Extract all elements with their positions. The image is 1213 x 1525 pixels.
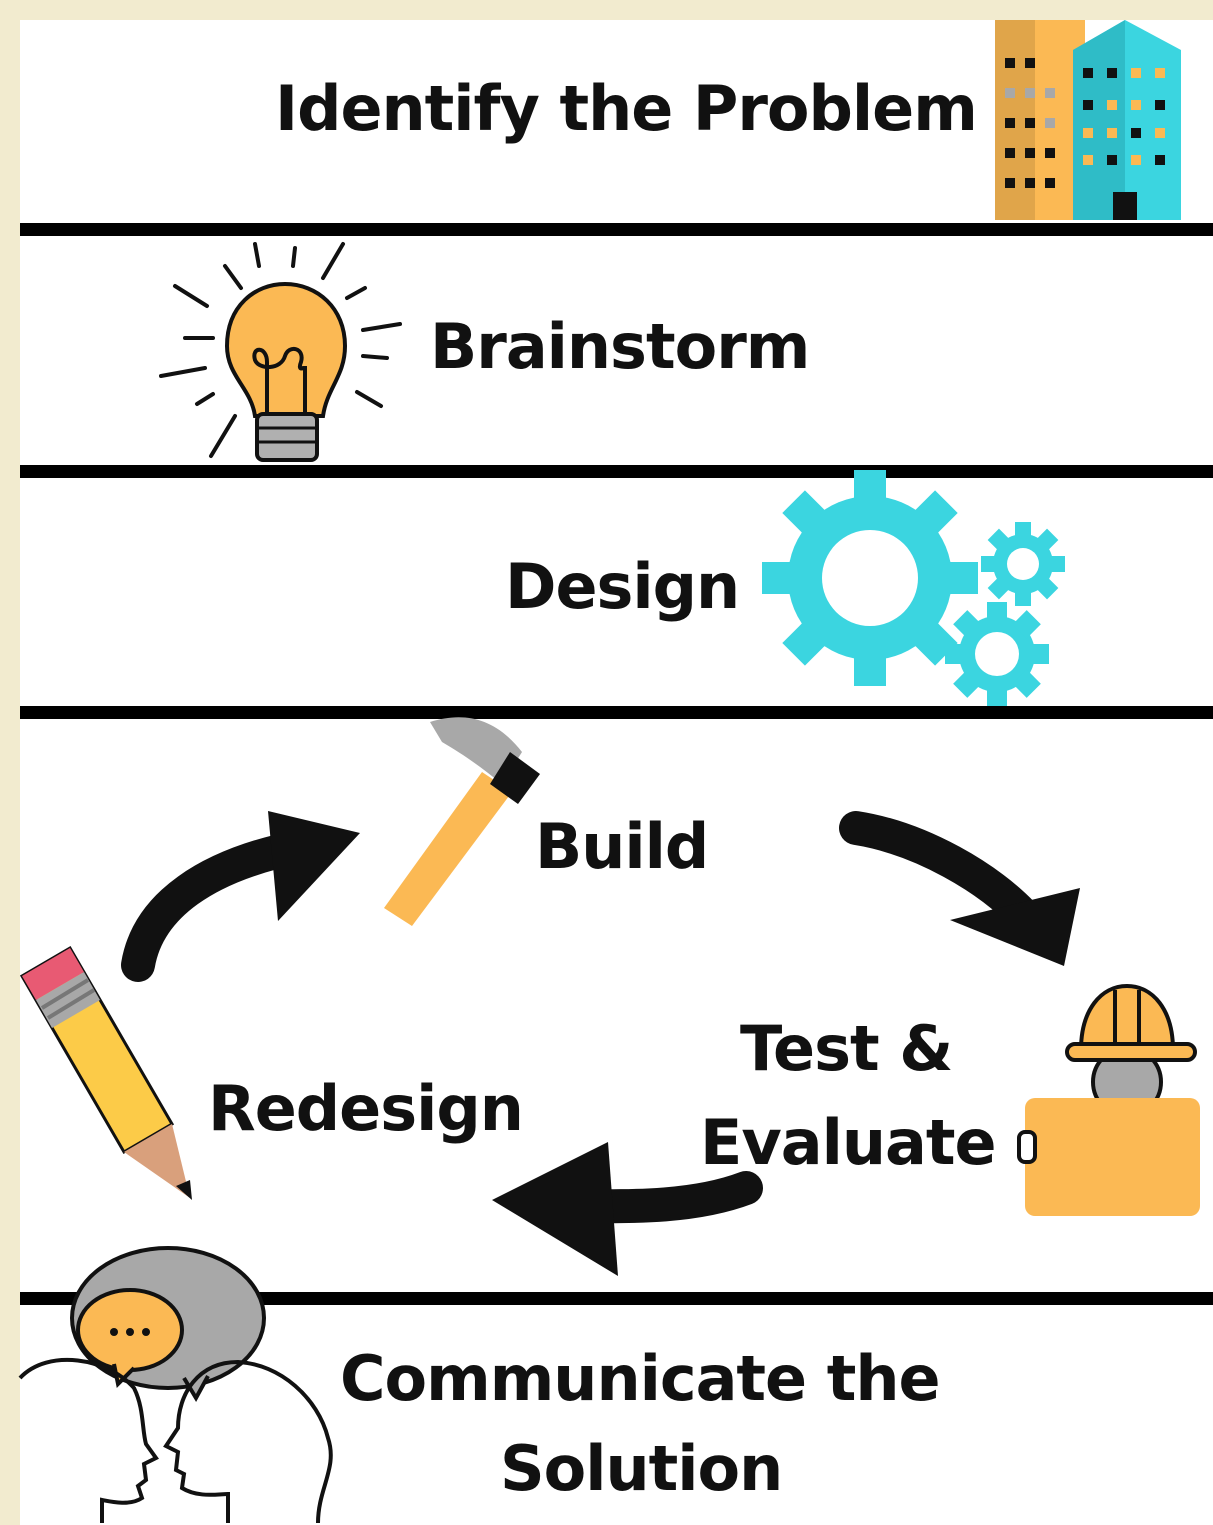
divider-3 bbox=[20, 706, 1213, 719]
arrow-build-to-test bbox=[839, 811, 1080, 966]
divider-4 bbox=[20, 1292, 1213, 1305]
step-build-label: Build bbox=[535, 810, 709, 883]
engineer-with-clipboard-icon bbox=[1017, 983, 1200, 1216]
gears-icon bbox=[762, 470, 1065, 706]
step-test-label-line1: Test & bbox=[740, 1012, 953, 1085]
step-design-label: Design bbox=[505, 550, 740, 623]
step-identify-label: Identify the Problem bbox=[275, 72, 978, 145]
hammer-icon bbox=[384, 717, 540, 926]
step-redesign-label: Redesign bbox=[208, 1072, 524, 1145]
step-brainstorm-label: Brainstorm bbox=[430, 310, 810, 383]
step-communicate-label-line1: Communicate the bbox=[340, 1342, 941, 1415]
pencil-icon bbox=[19, 945, 192, 1200]
arrow-redesign-to-build bbox=[121, 811, 360, 982]
step-communicate-label-line2: Solution bbox=[500, 1432, 783, 1505]
talking-heads-icon bbox=[18, 1246, 333, 1524]
divider-1 bbox=[20, 223, 1213, 236]
step-test-label-line2: Evaluate bbox=[700, 1106, 997, 1179]
divider-2 bbox=[20, 465, 1213, 478]
arrow-test-to-redesign bbox=[492, 1142, 763, 1276]
buildings-icon bbox=[995, 20, 1181, 220]
lightbulb-icon bbox=[159, 242, 402, 462]
